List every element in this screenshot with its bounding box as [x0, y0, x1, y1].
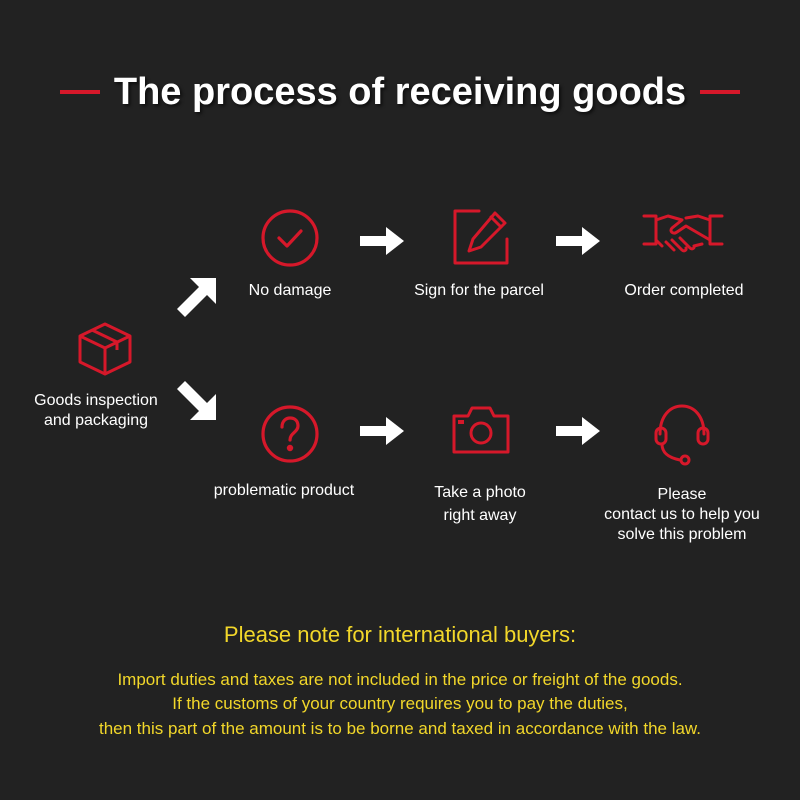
check-circle-icon	[260, 208, 320, 268]
title-left-rule	[59, 90, 100, 94]
handshake-icon	[642, 210, 724, 262]
page-title: The process of receiving goods	[113, 70, 687, 113]
arrow-down-right-icon	[176, 380, 218, 427]
note-line-1: Import duties and taxes are not included…	[117, 670, 683, 689]
start-label: Goods inspection and packaging	[20, 391, 172, 431]
note-line-2: If the customs of your country requires …	[172, 694, 628, 713]
headset-icon	[652, 402, 712, 466]
top-step-1-label: No damage	[248, 282, 332, 299]
arrow-right-icon	[556, 417, 600, 450]
note-title: Please note for international buyers:	[223, 622, 577, 647]
bottom-step-2-label: Take a photo right away	[400, 481, 560, 527]
bottom-step-3-label-line-3: solve this problem	[617, 526, 747, 543]
start-label-line-1: Goods inspection	[34, 392, 158, 409]
top-step-3-label: Order completed	[624, 282, 744, 299]
question-circle-icon	[260, 404, 320, 464]
title-bar: The process of receiving goods	[0, 66, 800, 118]
top-step-2-label: Sign for the parcel	[414, 282, 544, 299]
sign-pen-icon	[451, 207, 511, 267]
box-icon	[76, 320, 134, 378]
arrow-right-icon	[360, 417, 404, 450]
bottom-step-2-label-line-2: right away	[443, 507, 517, 524]
note-line-3: then this part of the amount is to be bo…	[99, 719, 701, 738]
start-label-line-2: and packaging	[43, 412, 149, 429]
arrow-right-icon	[556, 227, 600, 260]
bottom-step-3-label-line-1: Please	[657, 486, 707, 503]
bottom-step-3-label: Please contact us to help you solve this…	[580, 485, 784, 545]
bottom-step-3-label-line-2: contact us to help you	[604, 506, 760, 523]
bottom-step-1-label: problematic product	[213, 482, 355, 499]
title-right-rule	[700, 90, 741, 94]
arrow-right-icon	[360, 227, 404, 260]
camera-icon	[450, 404, 512, 456]
bottom-step-2-label-line-1: Take a photo	[434, 484, 526, 501]
arrow-up-right-icon	[176, 276, 218, 323]
